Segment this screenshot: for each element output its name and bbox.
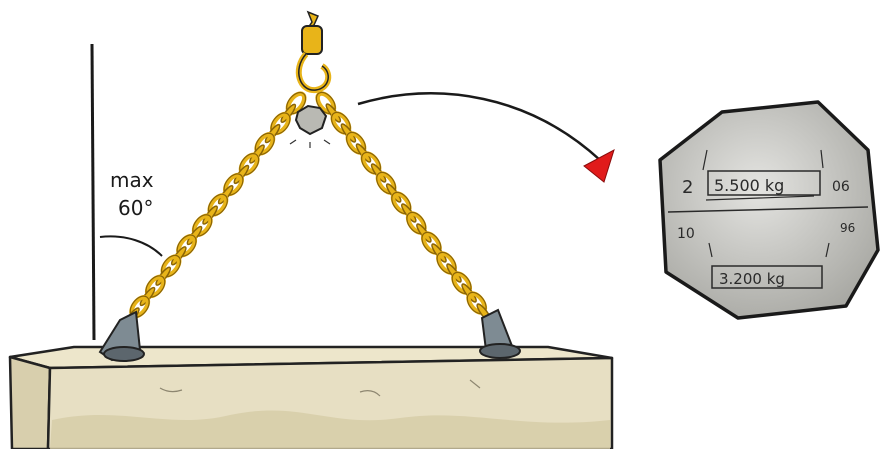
- pointer-arrow-head: [584, 150, 614, 182]
- angle-arc: [100, 236, 162, 256]
- concrete-block-side: [10, 357, 50, 449]
- crane-hook: [299, 12, 328, 90]
- tag-capacity-bottom: 3.200 kg: [719, 270, 785, 288]
- tag-code-right: 06: [832, 179, 850, 195]
- tag-legs: 2: [682, 177, 693, 198]
- left-anchor: [100, 312, 144, 361]
- tag-code-right-lower: 96: [840, 221, 855, 235]
- concrete-block: [10, 347, 612, 449]
- vertical-reference-line: [92, 44, 94, 340]
- angle-label-max: max: [110, 168, 154, 192]
- right-anchor: [480, 310, 520, 358]
- tag-size: 10: [677, 226, 695, 242]
- pointer-arrow: [358, 93, 600, 160]
- tag-capacity-top: 5.500 kg: [714, 176, 784, 195]
- right-chain: [313, 89, 494, 324]
- angle-label-degrees: 60°: [118, 196, 153, 220]
- capacity-tag: 2 5.500 kg 06 10 96 3.200 kg: [660, 102, 878, 318]
